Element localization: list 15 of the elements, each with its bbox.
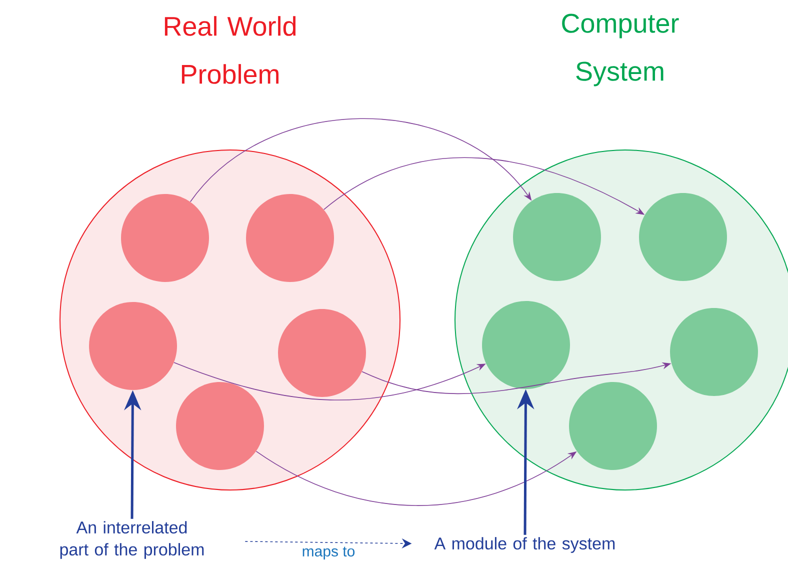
heading: Computer System <box>562 14 679 86</box>
edge-label: maps to <box>300 546 356 560</box>
filled-circle <box>482 301 570 389</box>
caption-text: A module of the system <box>434 537 615 553</box>
heading: Real World Problem <box>164 16 296 84</box>
filled-circle <box>278 309 366 397</box>
filled-circle <box>639 193 727 281</box>
filled-circle <box>670 308 758 396</box>
filled-circle <box>176 382 264 470</box>
filled-circle <box>246 194 334 282</box>
filled-circle <box>513 193 601 281</box>
caption-text: An interrelated part of the problem <box>60 521 204 559</box>
filled-circle <box>121 194 209 282</box>
filled-circle <box>89 302 177 390</box>
filled-circle <box>569 382 657 470</box>
